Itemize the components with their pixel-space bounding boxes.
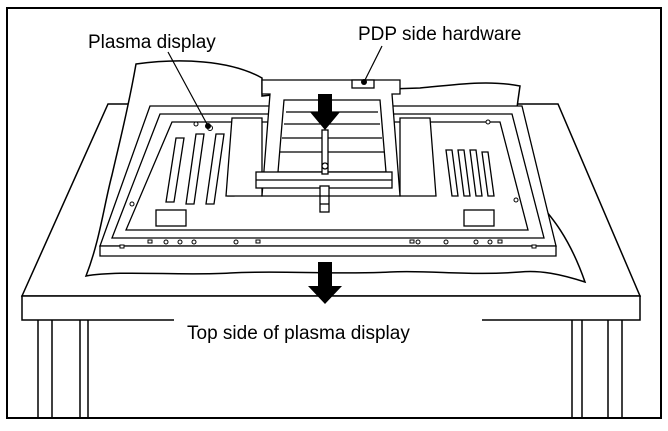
label-plasma-display: Plasma display xyxy=(88,32,216,53)
right-vent-slots xyxy=(445,149,495,197)
callout-dot-icon xyxy=(361,79,367,85)
plasma-display-leader xyxy=(167,51,209,127)
table-legs xyxy=(37,320,623,418)
display-front-edge xyxy=(99,245,557,257)
bracket-right-wing xyxy=(399,117,437,197)
table-front-edge xyxy=(21,295,641,321)
label-top-side: Top side of plasma display xyxy=(187,323,410,344)
bracket-bolt xyxy=(319,185,330,213)
down-arrow-icon xyxy=(310,94,340,130)
callout-dot-icon xyxy=(205,123,211,129)
left-handle-cutout xyxy=(155,209,187,227)
right-handle-cutout xyxy=(463,209,495,227)
down-arrow-icon xyxy=(308,262,342,304)
label-pdp-side-hardware: PDP side hardware xyxy=(358,24,521,45)
pdp-hardware-leader xyxy=(363,45,383,83)
top-side-label-bg xyxy=(174,318,482,346)
edge-marks xyxy=(119,239,537,249)
